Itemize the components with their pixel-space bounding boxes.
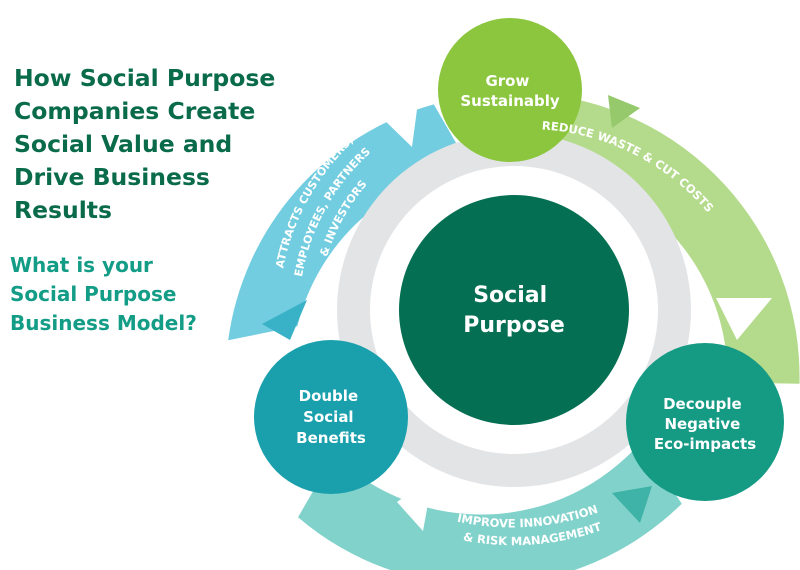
node-double-social-benefits-label: Double Social Benefits <box>296 387 366 447</box>
heading-line-4: Drive Business <box>14 163 210 191</box>
node-decouple-eco-impacts-label: Decouple Negative Eco-impacts <box>654 395 756 453</box>
heading-line-3: Social Value and <box>14 130 233 158</box>
arc-right-tail-shade-icon <box>608 95 640 128</box>
arc-left-arrow-icon <box>378 102 418 147</box>
heading-line-2: Companies Create <box>14 97 256 125</box>
center-label: Social Purpose <box>463 283 565 338</box>
arc-bottom-tail-shade-icon <box>612 486 652 523</box>
subheading-line-1: What is your <box>10 253 153 277</box>
arc-segment-bottom <box>298 442 682 570</box>
heading: How Social Purpose Companies Create Soci… <box>14 62 294 227</box>
node-decouple-eco-impacts <box>626 343 784 501</box>
heading-line-5: Results <box>14 196 113 224</box>
arc-right-arrow-icon <box>716 298 772 340</box>
subheading-line-3: Business Model? <box>10 311 197 335</box>
center-circle <box>399 195 629 425</box>
node-grow-sustainably-label: Grow Sustainably <box>460 72 560 110</box>
subheading: What is your Social Purpose Business Mod… <box>10 251 270 338</box>
arc-segment-left <box>228 104 470 341</box>
node-grow-sustainably <box>438 18 582 162</box>
arc-bottom-arrow-icon <box>397 476 433 531</box>
arc-left-tail-shade-icon <box>262 300 307 340</box>
subheading-line-2: Social Purpose <box>10 282 177 306</box>
node-double-social-benefits <box>254 340 408 494</box>
heading-line-1: How Social Purpose <box>14 64 276 92</box>
